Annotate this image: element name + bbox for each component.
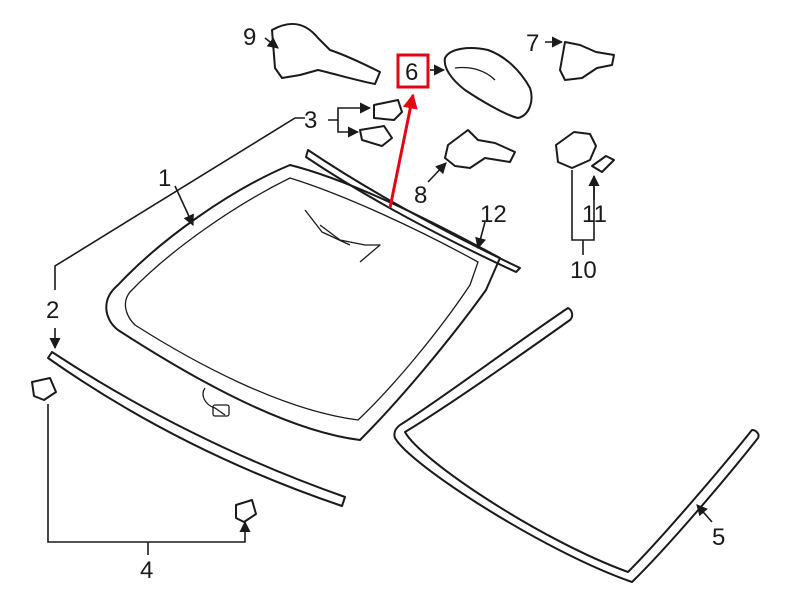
callout-11: 11 [582,201,607,228]
rear-view-mirror [443,47,533,119]
callout-3: 3 [304,107,317,134]
callout-4: 4 [140,557,153,584]
mirror-bracket [444,129,516,169]
highlight-box [396,53,430,89]
callout-2: 2 [46,297,59,324]
side-molding [47,351,346,507]
clip-right [235,499,257,523]
highlight-arrow [388,93,418,209]
callout-6: 6 [405,59,418,86]
mirror-cover [271,22,381,85]
windshield-seal [393,307,760,583]
callout-7: 7 [526,30,539,57]
callout-labels: 1 2 3 4 5 6 7 8 9 10 11 12 [46,24,725,584]
sensor-pad [591,155,615,173]
callout-10: 10 [570,257,597,284]
bracket-upper [373,99,403,121]
bracket-lower [359,125,393,147]
callout-12: 12 [480,201,507,228]
rain-sensor [555,131,597,169]
callout-8: 8 [414,182,427,209]
callout-5: 5 [712,524,725,551]
windshield-glass [105,164,501,441]
upper-molding [305,149,521,273]
clip-left [31,377,57,401]
sensor-bracket [559,41,615,81]
leader-lines [47,36,713,555]
highlight-callout-6 [388,53,430,209]
callout-9: 9 [243,24,256,51]
callout-1: 1 [158,165,171,192]
